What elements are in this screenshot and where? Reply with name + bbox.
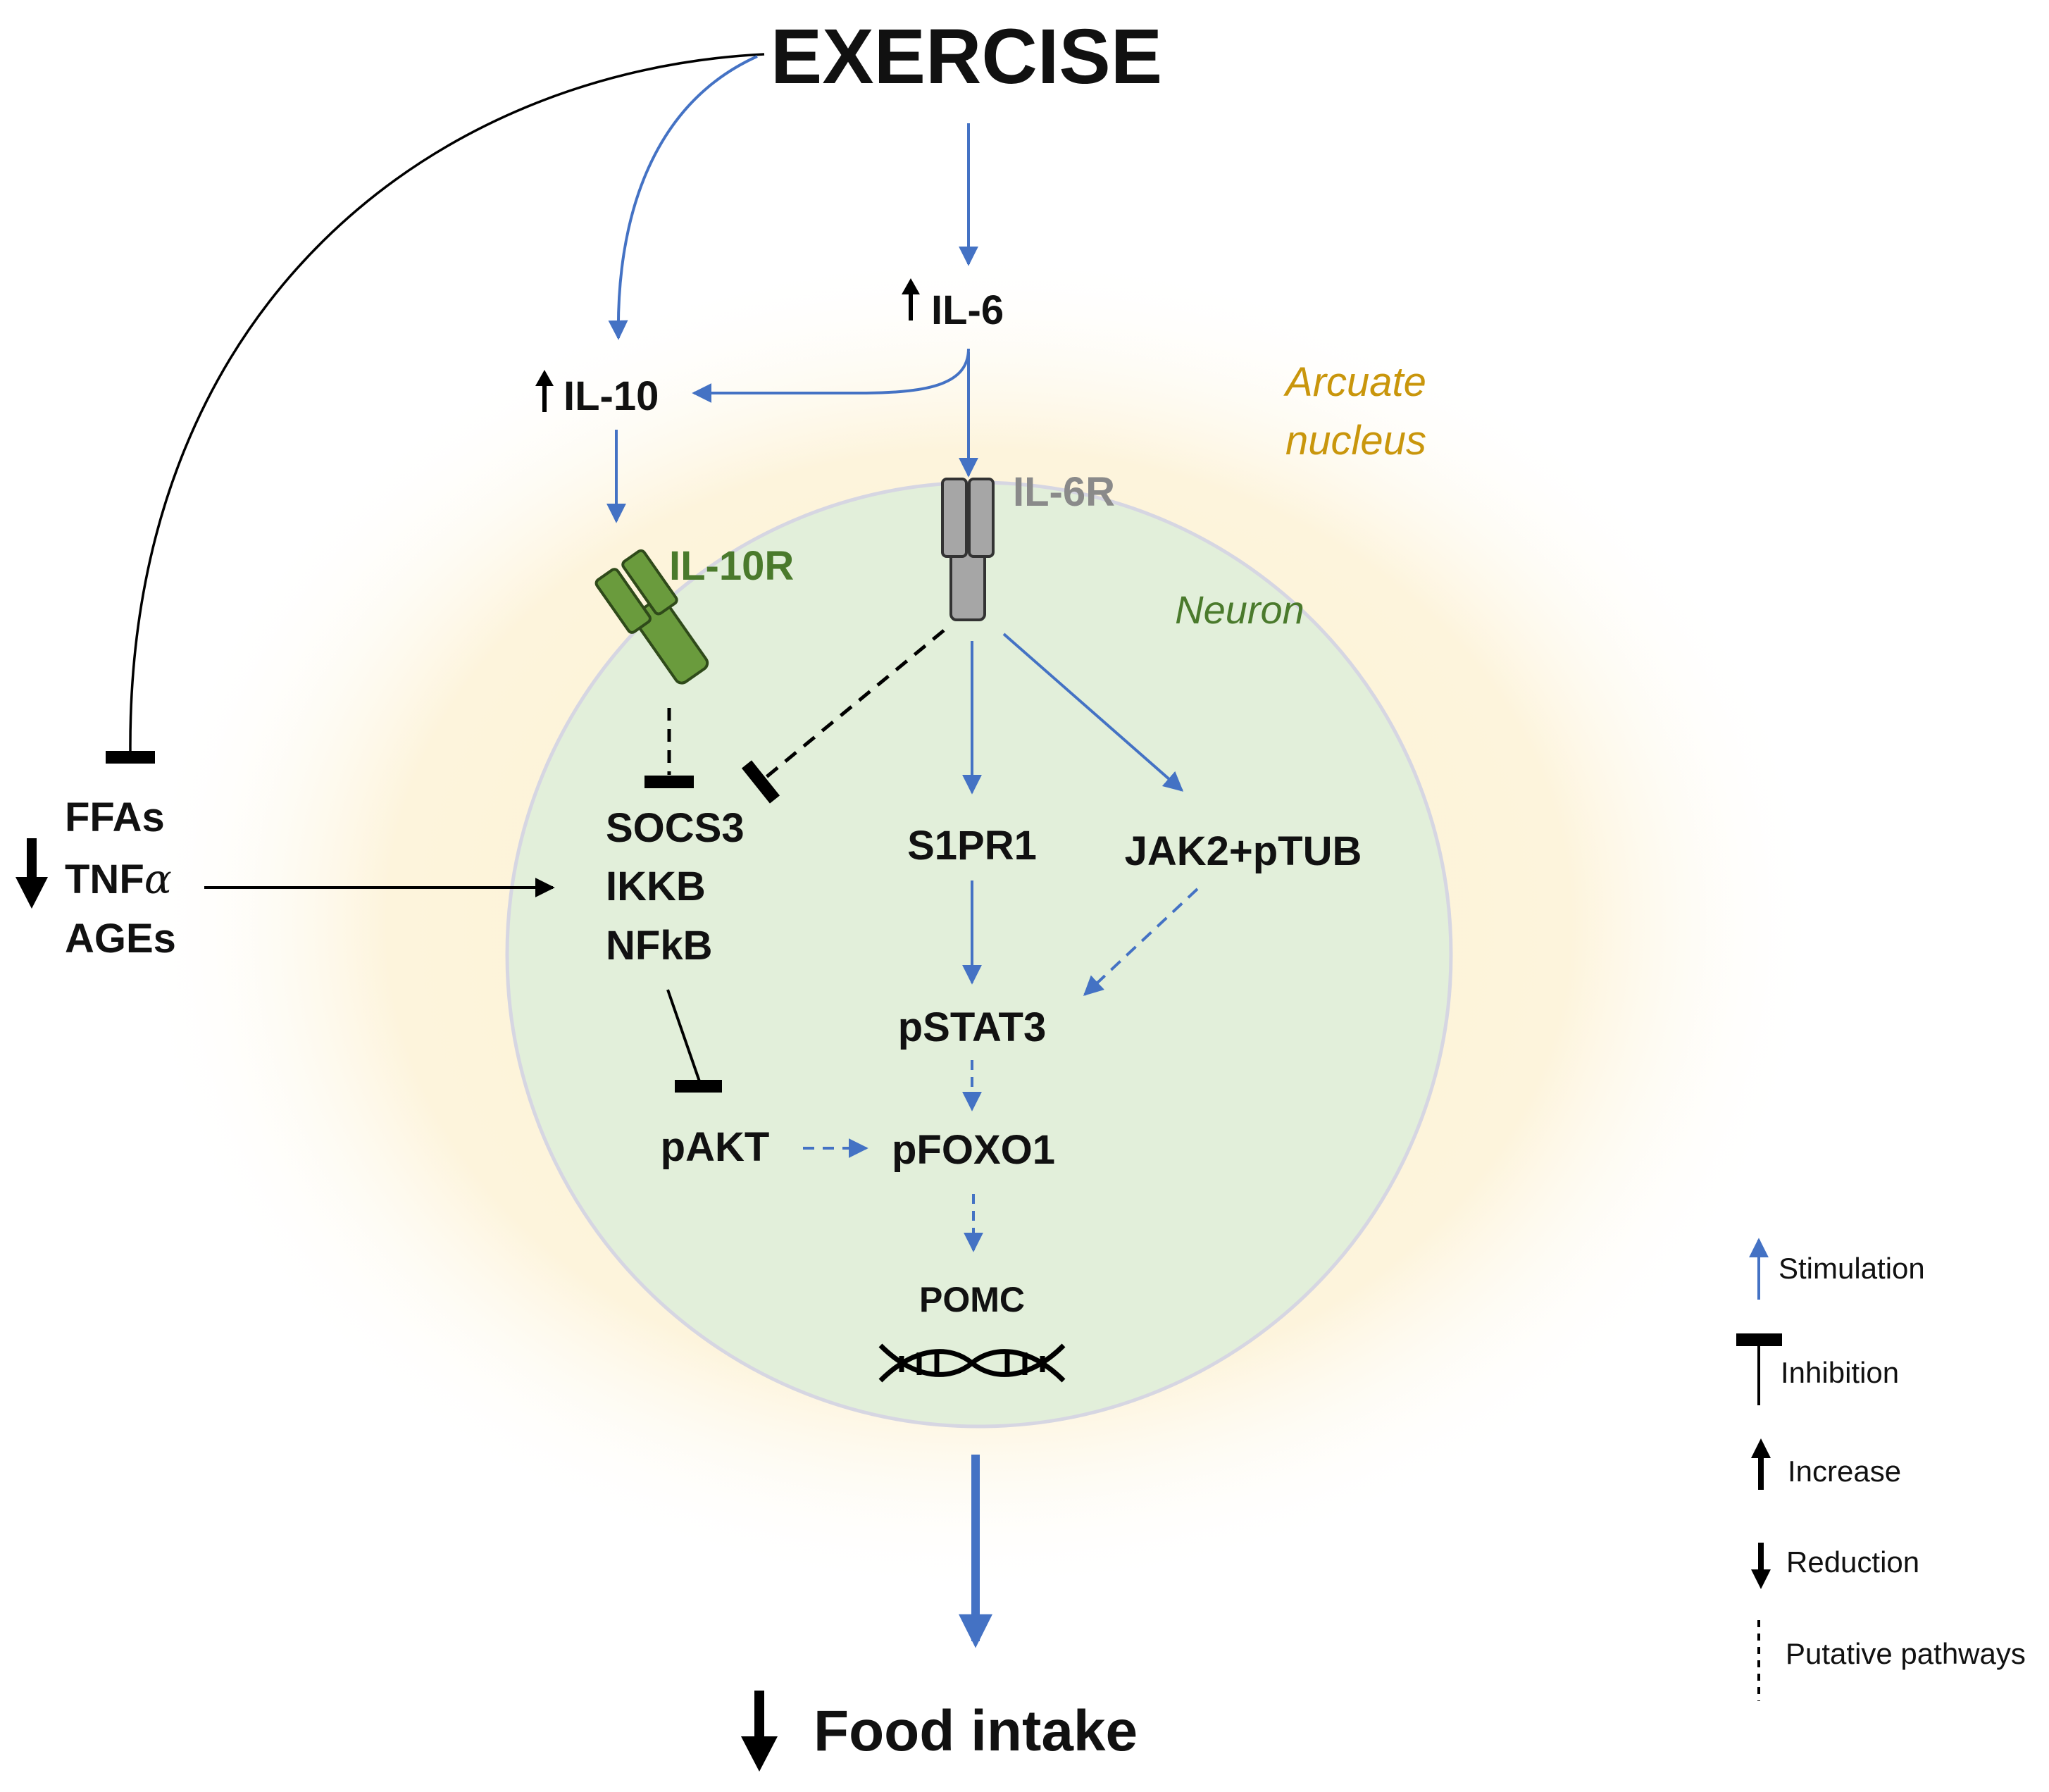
il10r-receptor-icon bbox=[594, 549, 709, 685]
legend-increase-label: Increase bbox=[1788, 1455, 1901, 1488]
food-intake-reduction-icon bbox=[741, 1691, 778, 1772]
il6r-receptor-icon bbox=[941, 478, 995, 621]
nfkb-label: NFkB bbox=[606, 923, 712, 969]
food-intake-label: Food intake bbox=[814, 1699, 1138, 1763]
ikkb-label: IKKB bbox=[606, 864, 706, 909]
tnf-text: TNF bbox=[65, 857, 144, 902]
il6r-label: IL-6R bbox=[1013, 469, 1115, 515]
il6r-jak2-arrow bbox=[1002, 633, 1184, 792]
legend-reduction-icon bbox=[1751, 1543, 1771, 1589]
arcuate-label-line2: nucleus bbox=[1285, 418, 1426, 463]
il10r-label: IL-10R bbox=[669, 543, 794, 589]
il6r-socs3-inhibition-line bbox=[761, 629, 945, 782]
arcuate-label-line1: Arcuate bbox=[1283, 359, 1426, 405]
exercise-il10-arrow bbox=[608, 55, 758, 340]
il6-label: IL-6 bbox=[931, 287, 1004, 333]
socs3-label: SOCS3 bbox=[606, 805, 745, 851]
il6-increase-icon bbox=[902, 278, 920, 321]
il10-label: IL-10 bbox=[563, 373, 659, 419]
exercise-title: EXERCISE bbox=[771, 13, 1162, 100]
neuron-label: Neuron bbox=[1175, 587, 1304, 632]
pomc-label: POMC bbox=[919, 1280, 1025, 1319]
legend-increase-icon bbox=[1751, 1438, 1771, 1490]
il6r-socs3-inhibition-bar bbox=[741, 760, 780, 804]
pakt-label: pAKT bbox=[661, 1124, 770, 1170]
il10-increase-icon bbox=[535, 370, 554, 412]
legend-stimulation-label: Stimulation bbox=[1779, 1252, 1925, 1285]
alpha-symbol: α bbox=[144, 855, 172, 903]
jak2-ptub-label: JAK2+pTUB bbox=[1125, 828, 1362, 874]
exercise-ffas-inhibition-line bbox=[129, 53, 765, 754]
jak2-pstat3-arrow bbox=[1083, 888, 1199, 996]
tnf-label: TNFα bbox=[65, 855, 172, 903]
ffas-reduction-icon bbox=[15, 838, 48, 909]
s1pr1-label: S1PR1 bbox=[907, 823, 1037, 869]
legend-putative-label: Putative pathways bbox=[1786, 1637, 2026, 1670]
ages-label: AGEs bbox=[65, 916, 176, 962]
dna-icon bbox=[878, 1343, 1066, 1383]
legend-inhibition-label: Inhibition bbox=[1781, 1356, 1899, 1389]
pfoxo1-label: pFOXO1 bbox=[892, 1127, 1055, 1173]
legend-reduction-label: Reduction bbox=[1786, 1545, 1919, 1579]
legend-inhibition-icon bbox=[1736, 1333, 1782, 1405]
pstat3-label: pSTAT3 bbox=[898, 1004, 1047, 1050]
nfkb-pakt-inhibition-line bbox=[666, 989, 701, 1082]
legend: Stimulation Inhibition Increase Reductio… bbox=[1736, 1238, 2026, 1701]
ffas-label: FFAs bbox=[65, 795, 165, 840]
il6-il10-arrow bbox=[692, 348, 970, 403]
